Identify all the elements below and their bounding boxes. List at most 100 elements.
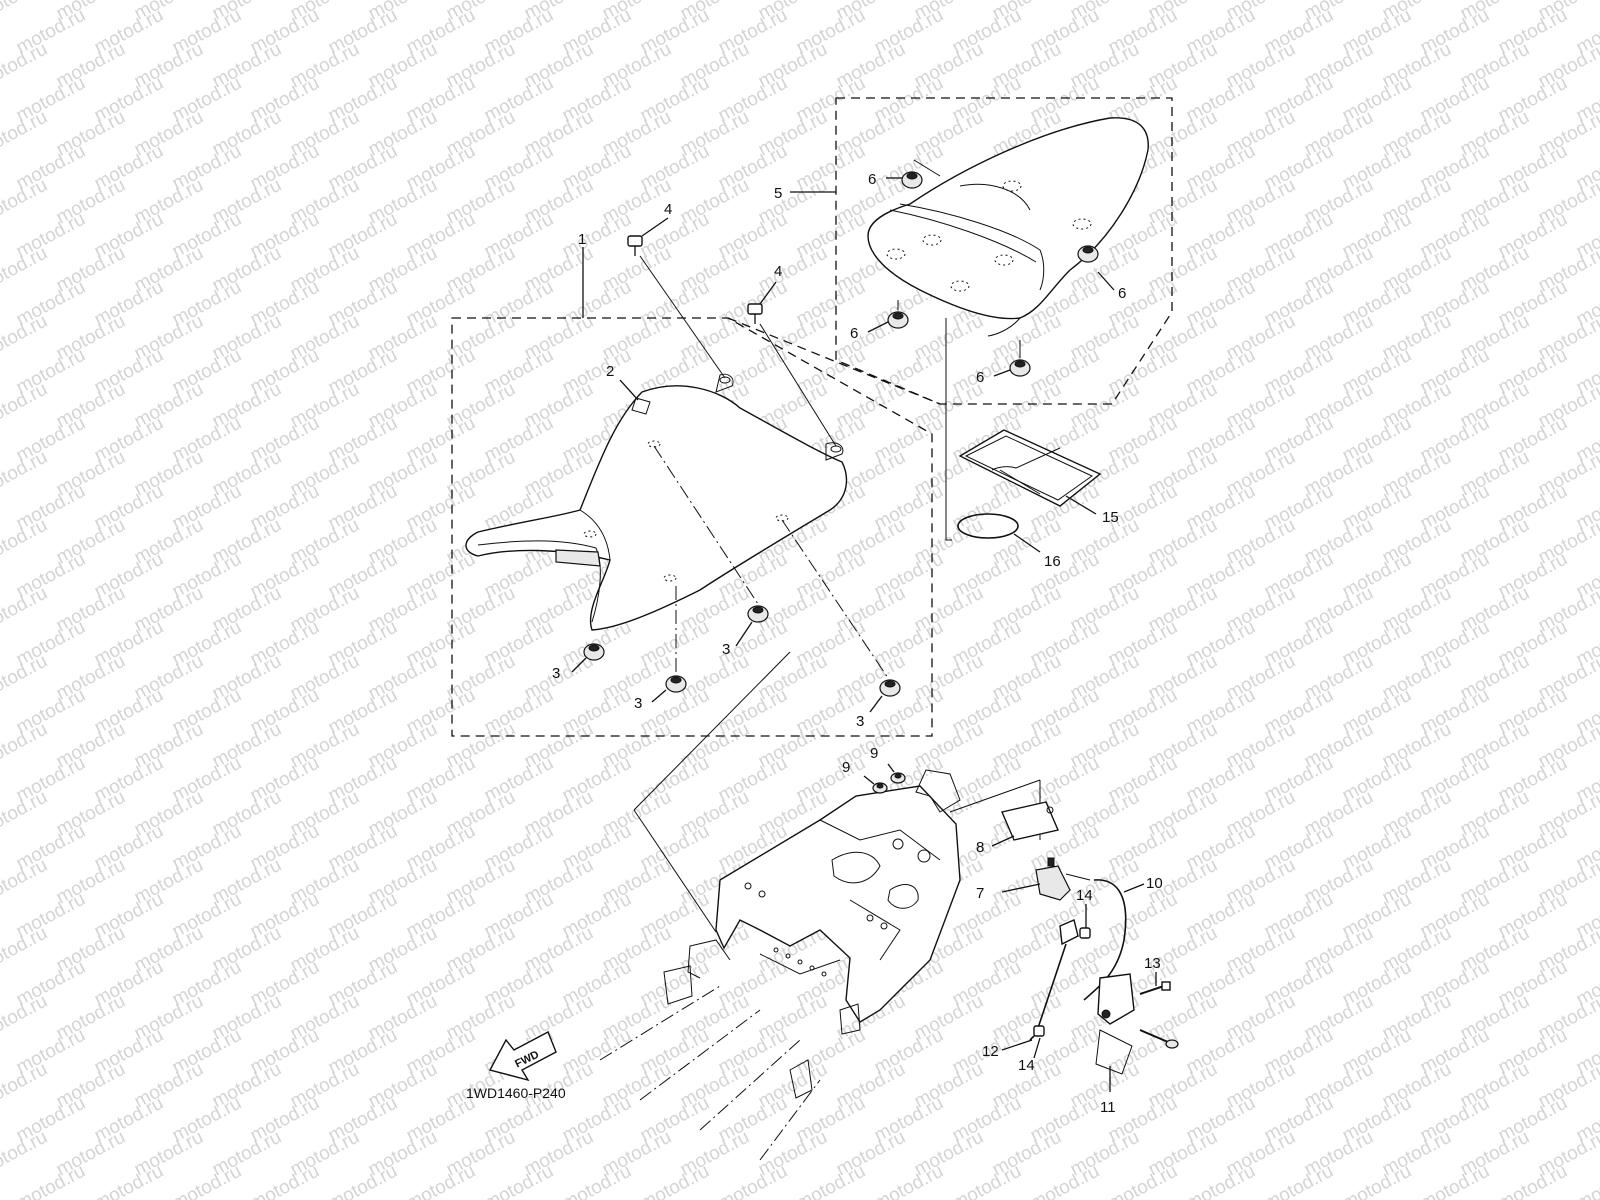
callout-label-16: 16 [1044,553,1061,570]
parts-15-16-bracket [945,318,952,541]
watermark-text: motod.ru [0,1059,51,1113]
callout-9a-leader [863,775,875,785]
screw-13[interactable] [1139,981,1171,995]
callout-label-14a: 14 [1076,887,1093,904]
key-set[interactable] [1095,1029,1179,1075]
damper-3-b[interactable] [665,675,687,693]
callout-label-9b: 9 [870,745,878,762]
watermark-text: motod.ru [0,651,51,705]
callout-label-13: 13 [1144,955,1161,972]
watermark-text: motod.ru [871,1161,947,1200]
watermark-text: motod.ru [1105,1161,1181,1200]
watermark-text: motod.ru [1495,1161,1571,1200]
callout-label-3d: 3 [856,713,864,730]
callout-14b-leader [1033,1037,1041,1059]
watermark-text: motod.ru [1261,1161,1337,1200]
callout-label-4b: 4 [774,263,782,280]
storage-bag[interactable] [958,429,1102,507]
callout-label-11: 11 [1100,1099,1116,1116]
passenger-seat-group-frame [835,97,1173,405]
callout-label-4a: 4 [664,201,672,218]
damper-6-a[interactable] [901,171,923,189]
watermark-text: motod.ru [0,39,51,93]
passenger-seat-group [727,97,1173,405]
watermark-text: motod.ru [169,1161,245,1200]
rider-seat[interactable] [465,373,848,631]
callout-label-7: 7 [976,885,984,902]
cable-bracket[interactable] [1097,973,1135,1025]
passenger-seat[interactable] [867,117,1149,337]
callout-10-leader [1123,883,1145,893]
bracket-8[interactable] [1001,801,1059,841]
rubber-band[interactable] [957,513,1019,539]
callout-3d-leader [869,695,883,713]
callout-label-3c: 3 [722,641,730,658]
damper-3-c[interactable] [747,605,769,623]
bolt-4-right[interactable] [747,303,763,324]
callout-3a-leader [571,657,587,673]
watermark-text: motod.ru [481,1161,557,1200]
nut-9-left[interactable] [872,782,888,794]
bolt-4-left[interactable] [627,235,643,256]
watermark-text: motod.ru [0,787,51,841]
callout-8-leader [991,835,1015,847]
watermark-text: motod.ru [559,1161,635,1200]
rear-frame [599,769,961,1161]
watermark-text: motod.ru [1417,1161,1493,1200]
frame-mount-guide [633,651,791,811]
watermark-text: motod.ru [0,1127,51,1181]
callout-16-leader [1013,533,1041,553]
watermark-text: motod.ru [0,515,51,569]
callout-4b-leader [759,281,777,305]
damper-guide-1 [653,445,759,605]
watermark-text: motod.ru [13,1161,89,1200]
callout-6b-leader [1097,271,1115,291]
damper-3-d[interactable] [879,679,901,697]
damper-6-d[interactable] [1009,359,1031,377]
watermark-text: motod.ru [715,1161,791,1200]
watermark-text: motod.ru [0,175,51,229]
watermark-text: motod.ru [0,923,51,977]
damper-6-c[interactable] [887,311,909,329]
callout-label-5: 5 [774,185,782,202]
frame-mount-guide-2 [633,809,717,933]
callout-label-10: 10 [1146,875,1163,892]
callout-3c-leader [735,621,753,647]
watermark-text: motod.ru [949,1161,1025,1200]
callout-6c-leader [867,321,889,333]
callout-label-6b: 6 [1118,285,1126,302]
seat-lock[interactable] [1035,857,1071,901]
callout-label-12: 12 [982,1043,999,1060]
callout-label-2: 2 [606,363,614,380]
seat-connector-line [727,317,941,405]
callout-labels: 1 2 3 3 3 3 4 4 5 6 6 6 6 7 8 9 9 10 11 … [552,171,1163,1116]
callout-9b-leader [887,763,895,773]
cable-guide [1065,873,1091,881]
watermark-text: motod.ru [0,991,51,1045]
damper-6-b[interactable] [1077,245,1099,263]
callout-label-6d: 6 [976,369,984,386]
watermark-text: motod.ru [0,719,51,773]
watermark-text: motod.ru [0,447,51,501]
damper-3-a[interactable] [583,643,605,661]
watermark-text: motod.ru [0,855,51,909]
callout-4a-leader [641,217,669,237]
watermark-text: motod.ru [0,379,51,433]
callout-label-6c: 6 [850,325,858,342]
screw-14-bottom[interactable] [1033,1025,1045,1037]
damper-guide-2 [781,519,889,679]
callout-label-8: 8 [976,839,984,856]
callout-7-leader [1001,883,1041,893]
watermark-text: motod.ru [1183,1161,1259,1200]
watermark-text: motod.ru [247,1161,323,1200]
callout-label-1: 1 [578,231,586,248]
screw-14-top[interactable] [1079,927,1091,939]
watermark-text: motod.ru [91,1161,167,1200]
rider-seat-group [451,217,933,737]
watermark-text: motod.ru [1339,1161,1415,1200]
callout-2-leader [619,379,639,401]
nut-9-right[interactable] [890,772,906,784]
callout-15-leader [1065,495,1097,515]
